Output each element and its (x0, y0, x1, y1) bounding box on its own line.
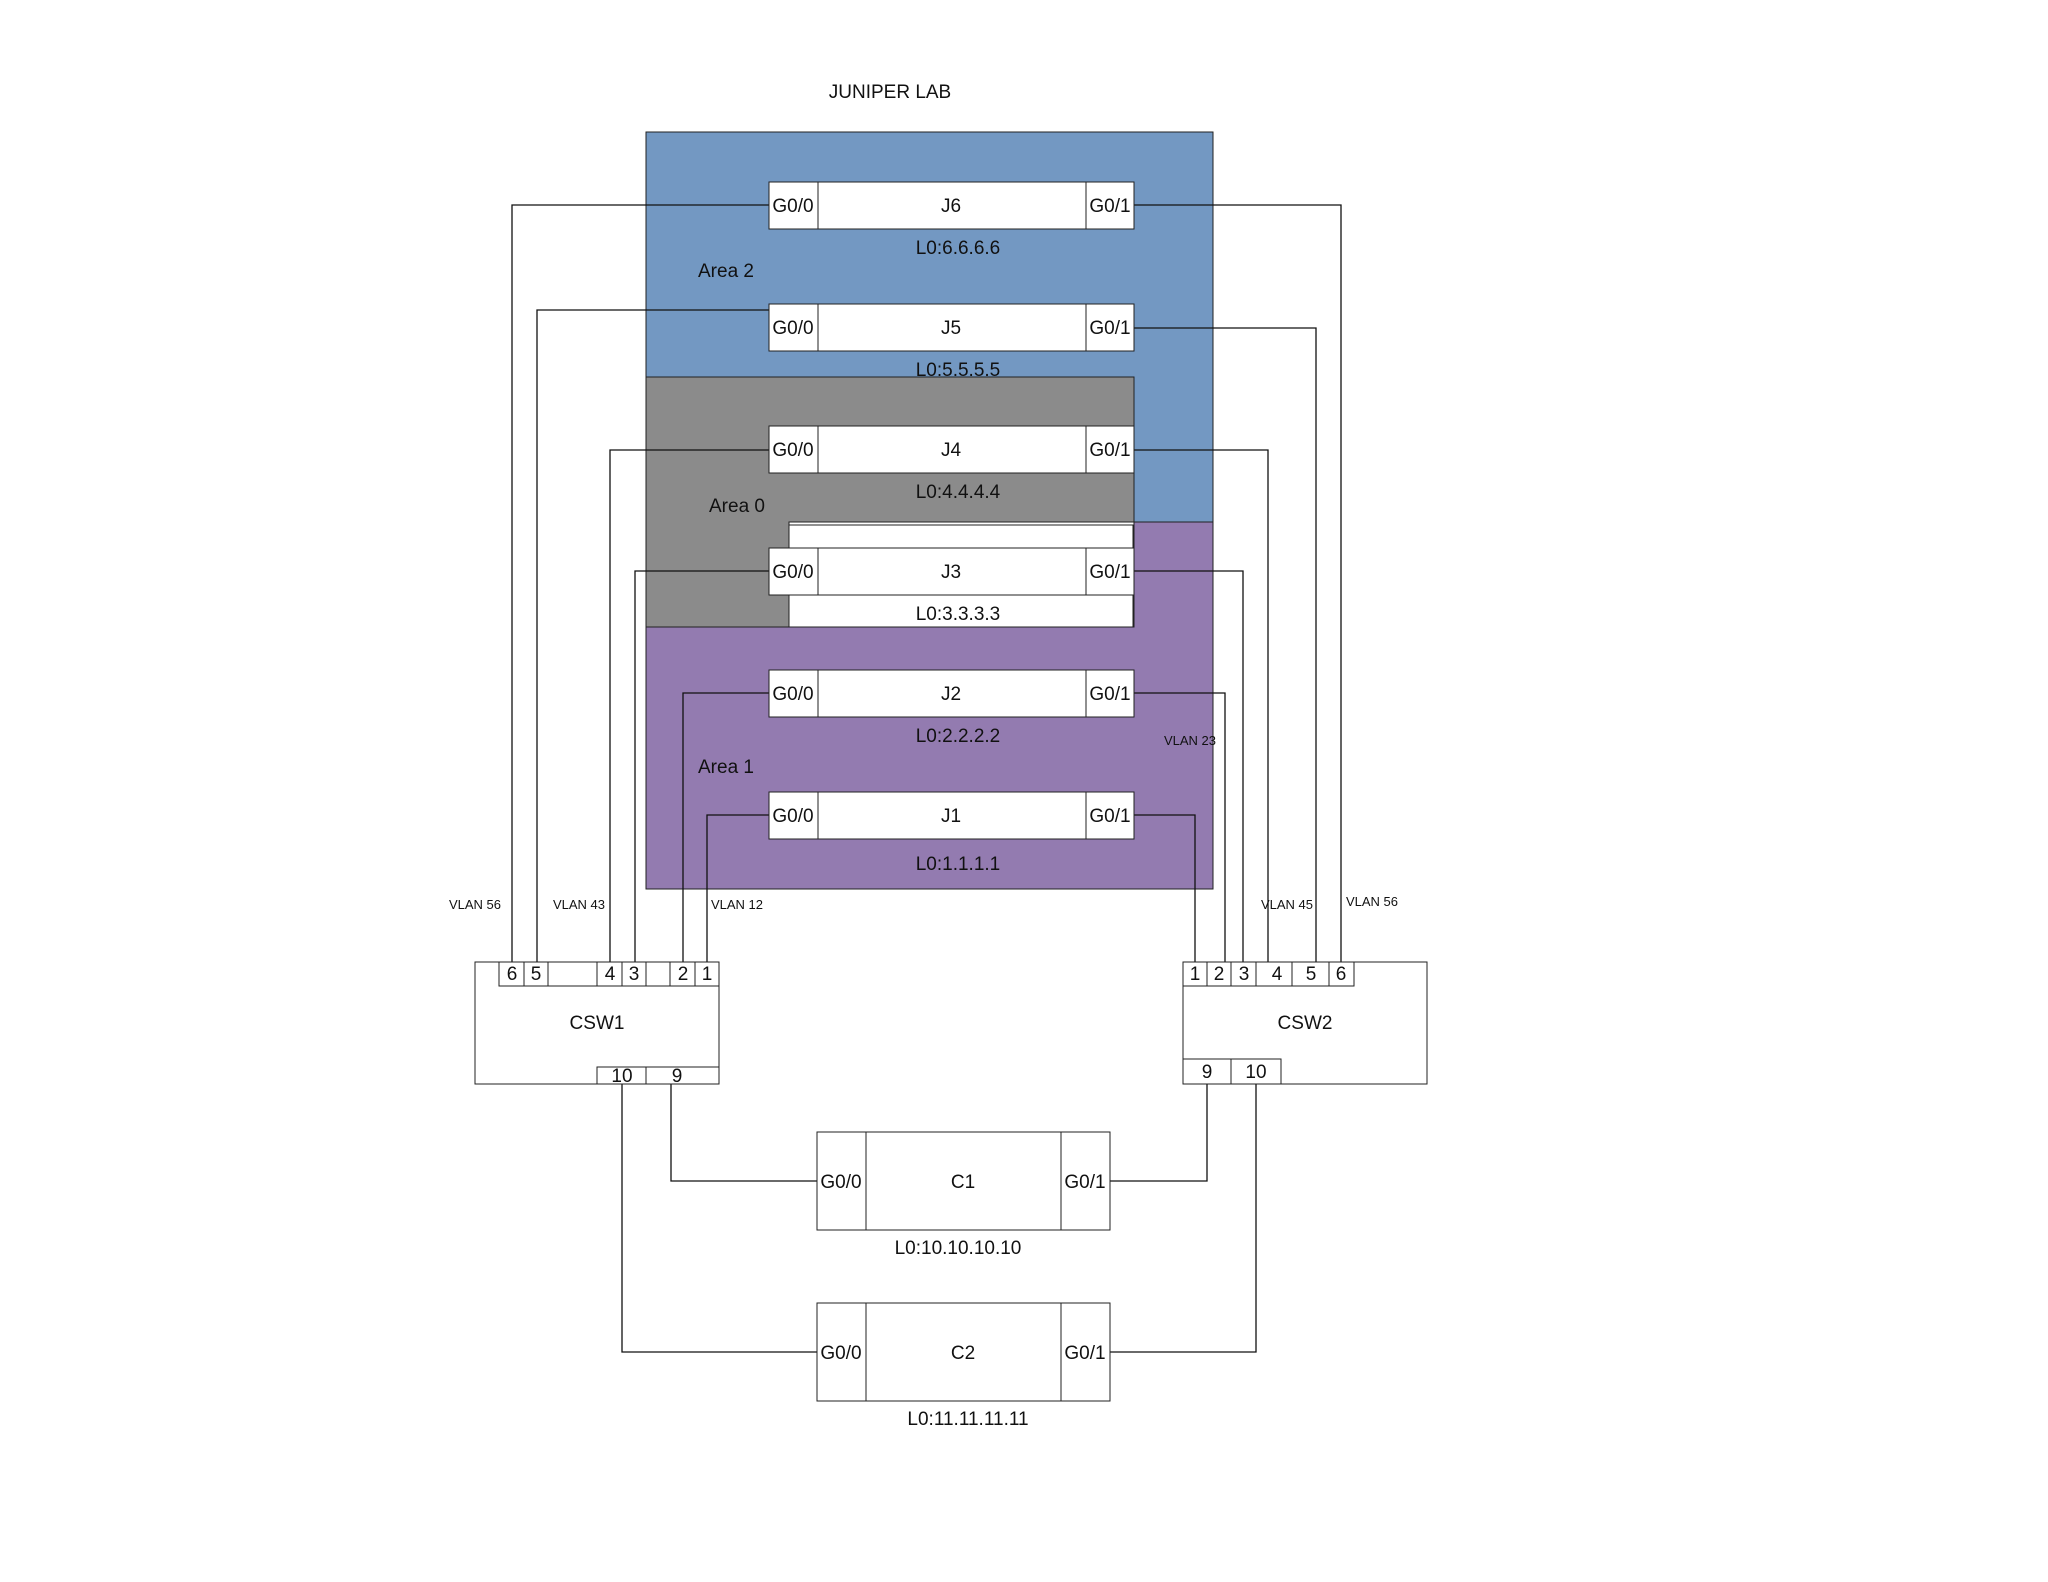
link-j1-g01-csw2-1 (1133, 814, 1196, 986)
link-c2-g01-csw2-10 (1110, 1084, 1257, 1353)
csw2-port-4: 4 (1272, 964, 1283, 985)
csw1-port-1: 1 (702, 964, 713, 985)
router-c2: G0/0 C2 G0/1 L0:11.11.11.11 (816, 1302, 1111, 1430)
link-j4-g01-csw2-4 (1133, 449, 1269, 986)
router-j3: G0/0 J3 G0/1 L0:3.3.3.3 (768, 547, 1135, 625)
c2-loopback: L0:11.11.11.11 (907, 1409, 1028, 1430)
link-j2-g01-csw2-2 (1133, 692, 1226, 986)
c1-g01-port: G0/1 (1064, 1172, 1105, 1193)
j2-g01-port: G0/1 (1089, 684, 1130, 705)
link-c1-g00-csw1-9 (670, 1084, 817, 1182)
router-j2: G0/0 J2 G0/1 L0:2.2.2.2 (768, 669, 1135, 747)
csw2-port-9: 9 (1202, 1062, 1213, 1083)
router-c1: G0/0 C1 G0/1 L0:10.10.10.10 (816, 1131, 1111, 1259)
vlan-label-12: VLAN 12 (711, 897, 763, 912)
vlan-label-43: VLAN 43 (553, 897, 605, 912)
j6-g01-port: G0/1 (1089, 196, 1130, 217)
router-j4: G0/0 J4 G0/1 L0:4.4.4.4 (768, 425, 1135, 503)
j1-g01-port: G0/1 (1089, 806, 1130, 827)
diagram-title: JUNIPER LAB (829, 82, 951, 103)
c1-name: C1 (951, 1172, 975, 1193)
csw1-port-3: 3 (629, 964, 640, 985)
area-label-0: Area 0 (709, 496, 765, 517)
j3-loopback: L0:3.3.3.3 (916, 604, 1001, 625)
csw1-port-9: 9 (672, 1066, 683, 1087)
j5-g01-port: G0/1 (1089, 318, 1130, 339)
j2-g00-port: G0/0 (772, 684, 813, 705)
j6-loopback: L0:6.6.6.6 (916, 238, 1001, 259)
csw1-port-2: 2 (678, 964, 689, 985)
csw2-port-5: 5 (1306, 964, 1317, 985)
j5-g00-port: G0/0 (772, 318, 813, 339)
area-label-1: Area 1 (698, 757, 754, 778)
j5-name: J5 (941, 318, 961, 339)
vlan-label-23: VLAN 23 (1164, 733, 1216, 748)
c2-g01-port: G0/1 (1064, 1343, 1105, 1364)
switch-csw2: 1 2 3 4 5 6 CSW2 9 10 (1182, 961, 1428, 1085)
link-j3-g00-csw1-3 (634, 570, 770, 986)
csw1-name: CSW1 (570, 1013, 625, 1034)
csw2-port-2: 2 (1214, 964, 1225, 985)
j2-name: J2 (941, 684, 961, 705)
j5-loopback: L0:5.5.5.5 (916, 360, 1001, 381)
link-j4-g00-csw1-4 (609, 449, 770, 986)
link-j3-g01-csw2-3 (1133, 570, 1244, 986)
csw1-port-10: 10 (611, 1066, 632, 1087)
j4-loopback: L0:4.4.4.4 (916, 482, 1001, 503)
router-j1: G0/0 J1 G0/1 L0:1.1.1.1 (768, 791, 1135, 875)
link-j1-g00-csw1-1 (706, 814, 770, 986)
c2-g00-port: G0/0 (820, 1343, 861, 1364)
c2-name: C2 (951, 1343, 975, 1364)
connections (511, 204, 1342, 1353)
j4-g00-port: G0/0 (772, 440, 813, 461)
j1-name: J1 (941, 806, 961, 827)
j2-loopback: L0:2.2.2.2 (916, 726, 1001, 747)
j3-g01-port: G0/1 (1089, 562, 1130, 583)
link-j5-g00-csw1-5 (536, 309, 770, 986)
link-j6-g00-csw1-6 (511, 204, 770, 986)
j1-g00-port: G0/0 (772, 806, 813, 827)
j1-loopback: L0:1.1.1.1 (916, 854, 1001, 875)
csw2-port-3: 3 (1239, 964, 1250, 985)
csw2-port-6: 6 (1336, 964, 1347, 985)
link-j6-g01-csw2-6 (1133, 204, 1342, 986)
area-label-2: Area 2 (698, 261, 754, 282)
vlan-label-56-left: VLAN 56 (449, 897, 501, 912)
link-j2-g00-csw1-2 (682, 692, 770, 986)
j6-g00-port: G0/0 (772, 196, 813, 217)
j3-name: J3 (941, 562, 961, 583)
csw2-name: CSW2 (1278, 1013, 1333, 1034)
router-j5: G0/0 J5 G0/1 L0:5.5.5.5 (768, 303, 1135, 381)
c1-loopback: L0:10.10.10.10 (895, 1238, 1022, 1259)
csw1-port-5: 5 (531, 964, 542, 985)
router-j6: G0/0 J6 G0/1 L0:6.6.6.6 (768, 181, 1135, 259)
vlan-label-45: VLAN 45 (1261, 897, 1313, 912)
link-c1-g01-csw2-9 (1110, 1084, 1208, 1182)
j4-name: J4 (941, 440, 962, 461)
switch-csw1: 6 5 4 3 2 1 CSW1 10 9 (474, 961, 720, 1087)
csw1-port-6: 6 (507, 964, 518, 985)
csw2-port-10: 10 (1245, 1062, 1266, 1083)
j6-name: J6 (941, 196, 961, 217)
j3-g00-port: G0/0 (772, 562, 813, 583)
csw1-port-4: 4 (605, 964, 616, 985)
j4-g01-port: G0/1 (1089, 440, 1130, 461)
link-j5-g01-csw2-5 (1133, 327, 1317, 986)
csw2-port-1: 1 (1190, 964, 1201, 985)
link-c2-g00-csw1-10 (621, 1084, 817, 1353)
c1-g00-port: G0/0 (820, 1172, 861, 1193)
vlan-label-56-right: VLAN 56 (1346, 894, 1398, 909)
